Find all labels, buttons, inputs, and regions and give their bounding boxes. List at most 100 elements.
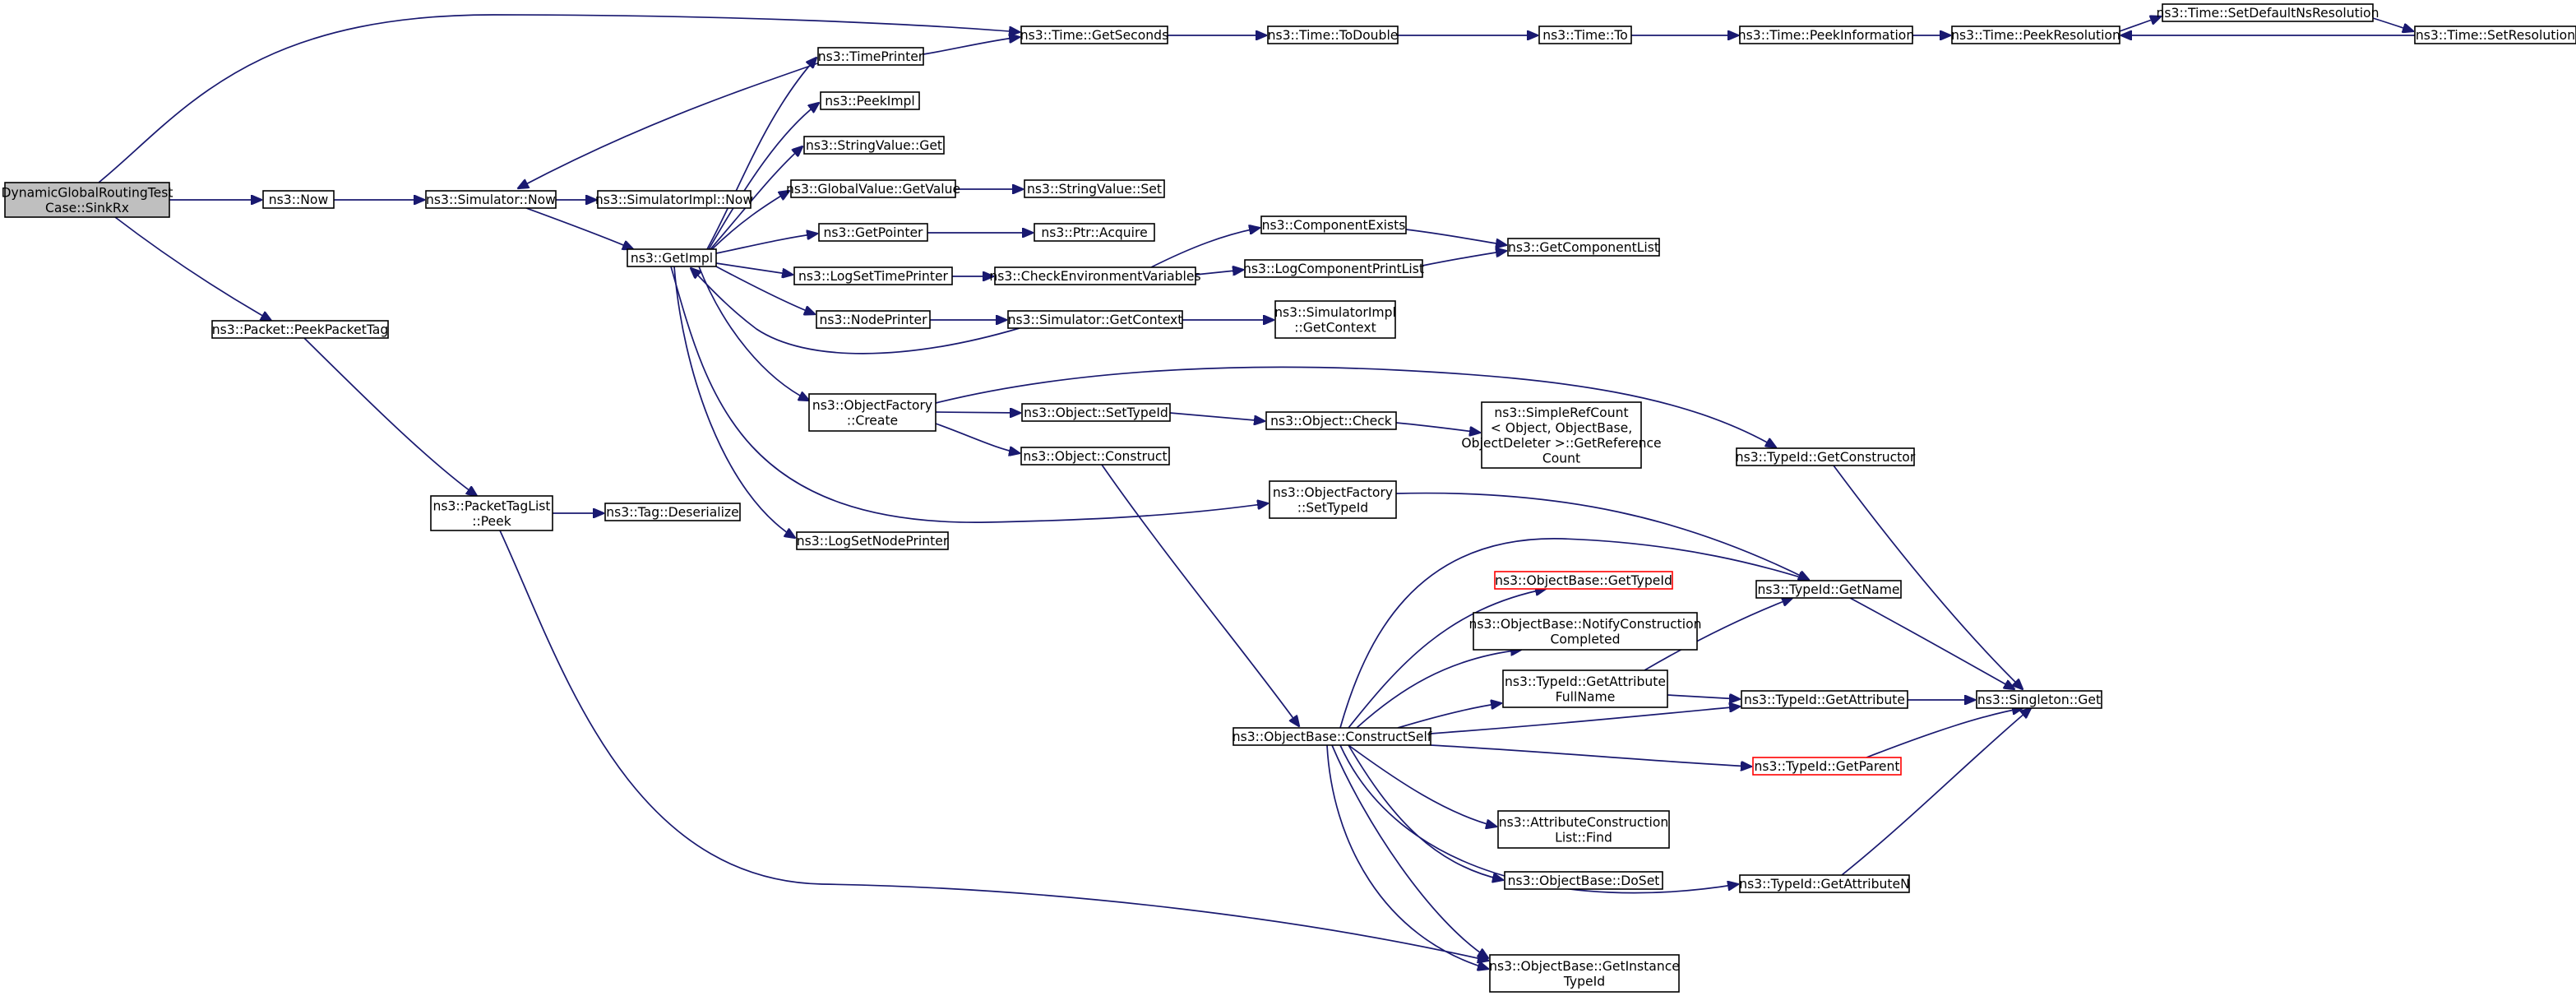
edge-typeidgetparent-to-singletonget bbox=[1866, 708, 2023, 758]
node-peekinfo[interactable]: ns3::Time::PeekInformation bbox=[1738, 25, 1914, 44]
edge-sinkrx-to-peekpackettag bbox=[114, 216, 271, 321]
node-box bbox=[1269, 480, 1397, 519]
edge-setdefaultns-to-setres bbox=[2372, 17, 2413, 31]
node-label: ns3::Tag::Deserialize bbox=[606, 505, 738, 520]
node-ofcreate[interactable]: ns3::ObjectFactory::Create bbox=[808, 393, 937, 432]
node-simplerefcount[interactable]: ns3::SimpleRefCount< Object, ObjectBase,… bbox=[1461, 401, 1662, 469]
node-label: ns3::Ptr::Acquire bbox=[1041, 225, 1147, 240]
edge-objsettypeid-to-objcheck bbox=[1169, 412, 1265, 421]
node-box bbox=[1752, 757, 1902, 776]
node-stringget[interactable]: ns3::StringValue::Get bbox=[803, 136, 945, 155]
node-label: ns3::Time::ToDouble bbox=[1268, 28, 1399, 43]
node-box bbox=[1507, 238, 1660, 257]
node-box bbox=[816, 310, 931, 329]
node-label: ns3::GetPointer bbox=[824, 225, 924, 240]
node-getimpl[interactable]: ns3::GetImpl bbox=[627, 248, 717, 267]
node-setres[interactable]: ns3::Time::SetResolution bbox=[2414, 25, 2576, 44]
node-box bbox=[1024, 179, 1165, 198]
node-typeidgetname[interactable]: ns3::TypeId::GetName bbox=[1755, 580, 1902, 599]
node-simgetcontext[interactable]: ns3::Simulator::GetContext bbox=[1007, 310, 1183, 329]
edge-obconstructself-to-obgettypeid bbox=[1348, 589, 1546, 729]
node-setdefaultns[interactable]: ns3::Time::SetDefaultNsResolution bbox=[2157, 3, 2379, 22]
node-stringset[interactable]: ns3::StringValue::Set bbox=[1024, 179, 1165, 198]
node-typeidgetparent[interactable]: ns3::TypeId::GetParent bbox=[1752, 757, 1902, 776]
node-label: FullName bbox=[1556, 689, 1616, 704]
node-box bbox=[994, 266, 1196, 285]
node-label: ns3::PacketTagList bbox=[432, 498, 550, 513]
edge-typeidgetconstructor-to-singletonget bbox=[1833, 465, 2023, 689]
node-box bbox=[211, 320, 389, 339]
node-simnow[interactable]: ns3::Simulator::Now bbox=[425, 190, 557, 209]
edge-objconstruct-to-obconstructself bbox=[1101, 464, 1299, 726]
node-typeidgetattr[interactable]: ns3::TypeId::GetAttribute bbox=[1741, 690, 1908, 709]
node-label: ns3::Object::SetTypeId bbox=[1024, 405, 1168, 420]
node-obnotify[interactable]: ns3::ObjectBase::NotifyConstructionCompl… bbox=[1468, 612, 1702, 651]
node-objsettypeid[interactable]: ns3::Object::SetTypeId bbox=[1021, 403, 1171, 422]
node-label: ns3::LogSetNodePrinter bbox=[797, 534, 949, 549]
edge-logcompprint-to-getcomplist bbox=[1422, 251, 1506, 266]
node-box bbox=[1494, 571, 1673, 590]
edge-obconstructself-to-obgetinstance bbox=[1326, 744, 1488, 969]
node-obgettypeid[interactable]: ns3::ObjectBase::GetTypeId bbox=[1494, 571, 1673, 590]
node-box bbox=[796, 531, 949, 550]
node-label: ns3::TypeId::GetAttribute bbox=[1744, 693, 1905, 707]
edge-typeidgetname-to-singletonget bbox=[1849, 597, 2014, 689]
node-gvgetvalue[interactable]: ns3::GlobalValue::GetValue bbox=[786, 179, 960, 198]
node-label: ns3::TypeId::GetName bbox=[1757, 582, 1899, 597]
node-peekres[interactable]: ns3::Time::PeekResolution bbox=[1951, 25, 2120, 44]
node-ptracquire[interactable]: ns3::Ptr::Acquire bbox=[1034, 223, 1155, 242]
node-getcomplist[interactable]: ns3::GetComponentList bbox=[1507, 238, 1660, 257]
node-logsettimeprinter[interactable]: ns3::LogSetTimePrinter bbox=[793, 266, 953, 285]
node-simimplnow[interactable]: ns3::SimulatorImpl::Now bbox=[595, 190, 753, 209]
node-label: ns3::Singleton::Get bbox=[1977, 693, 2101, 707]
node-ptlpeek[interactable]: ns3::PacketTagList::Peek bbox=[430, 495, 553, 531]
node-tagdeser[interactable]: ns3::Tag::Deserialize bbox=[604, 503, 741, 521]
node-getpointer[interactable]: ns3::GetPointer bbox=[818, 223, 928, 242]
node-timeprinter[interactable]: ns3::TimePrinter bbox=[817, 47, 924, 66]
node-simimplgetcontext[interactable]: ns3::SimulatorImpl::GetContext bbox=[1274, 300, 1396, 339]
node-timetodouble[interactable]: ns3::Time::ToDouble bbox=[1267, 25, 1399, 44]
edge-getimpl-to-timeprinter bbox=[706, 58, 816, 250]
node-box bbox=[1755, 580, 1902, 599]
node-box bbox=[1741, 690, 1908, 709]
node-typeidgetattrn[interactable]: ns3::TypeId::GetAttributeN bbox=[1739, 874, 1910, 893]
node-label: ns3::GetComponentList bbox=[1508, 240, 1659, 255]
edge-getimpl-to-logsetnodeprinter bbox=[673, 266, 795, 538]
node-box bbox=[1497, 810, 1670, 849]
node-typeidgetconstructor[interactable]: ns3::TypeId::GetConstructor bbox=[1736, 447, 1916, 466]
node-nodeprinter[interactable]: ns3::NodePrinter bbox=[816, 310, 931, 329]
node-box bbox=[1481, 401, 1642, 469]
node-box bbox=[1502, 669, 1668, 708]
node-obconstructself[interactable]: ns3::ObjectBase::ConstructSelf bbox=[1233, 727, 1432, 746]
node-label: ns3::ObjectBase::GetTypeId bbox=[1495, 573, 1672, 588]
node-objconstruct[interactable]: ns3::Object::Construct bbox=[1020, 447, 1170, 466]
node-timeto[interactable]: ns3::Time::To bbox=[1538, 25, 1632, 44]
node-compexists[interactable]: ns3::ComponentExists bbox=[1260, 215, 1407, 234]
node-peekpackettag[interactable]: ns3::Packet::PeekPacketTag bbox=[211, 320, 389, 339]
node-checkenv[interactable]: ns3::CheckEnvironmentVariables bbox=[989, 266, 1201, 285]
node-logsetnodeprinter[interactable]: ns3::LogSetNodePrinter bbox=[796, 531, 949, 550]
node-singletonget[interactable]: ns3::Singleton::Get bbox=[1976, 690, 2102, 709]
node-label: ns3::TypeId::GetParent bbox=[1755, 759, 1900, 774]
node-label: ns3::Object::Check bbox=[1270, 414, 1392, 429]
node-box bbox=[818, 223, 928, 242]
node-obdoset[interactable]: ns3::ObjectBase::DoSet bbox=[1504, 871, 1663, 890]
node-label: ns3::StringValue::Set bbox=[1027, 182, 1162, 197]
node-label: ns3::Time::To bbox=[1542, 28, 1628, 43]
node-label: ns3::Object::Construct bbox=[1023, 449, 1167, 464]
node-peekimpl[interactable]: ns3::PeekImpl bbox=[820, 91, 920, 110]
node-logcompprint[interactable]: ns3::LogComponentPrintList bbox=[1243, 259, 1424, 278]
node-ofsettypeid[interactable]: ns3::ObjectFactory::SetTypeId bbox=[1269, 480, 1397, 519]
node-gettimeseconds[interactable]: ns3::Time::GetSeconds bbox=[1020, 25, 1168, 44]
node-box bbox=[597, 190, 752, 209]
node-objcheck[interactable]: ns3::Object::Check bbox=[1265, 411, 1397, 430]
node-label: ns3::TypeId::GetConstructor bbox=[1736, 450, 1916, 465]
node-label: Completed bbox=[1550, 632, 1620, 646]
node-now[interactable]: ns3::Now bbox=[262, 190, 335, 209]
node-label: List::Find bbox=[1555, 830, 1612, 845]
